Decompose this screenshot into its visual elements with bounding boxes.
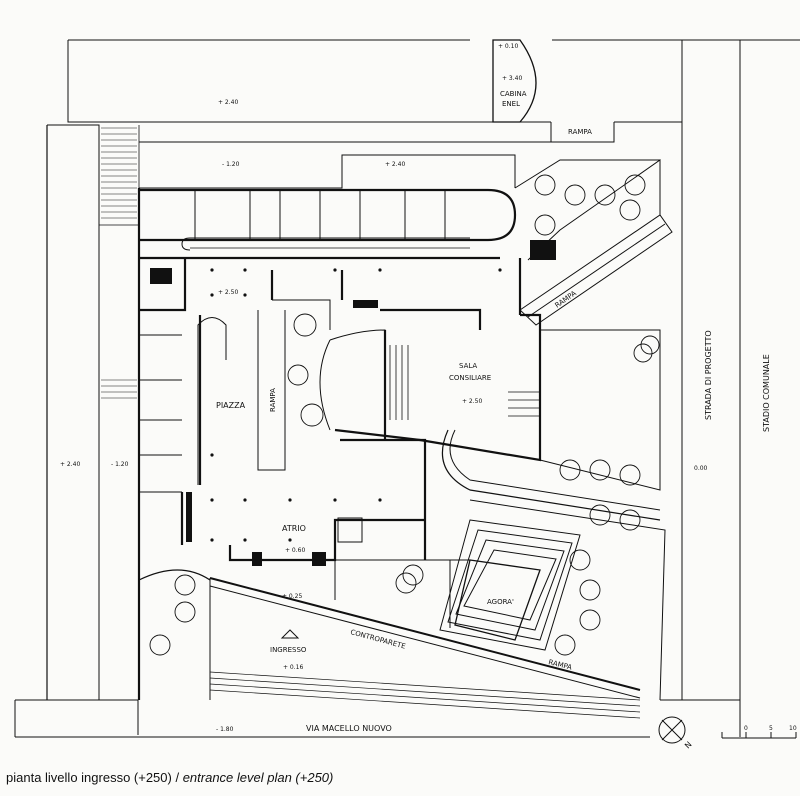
scale-tick-5: 5 — [769, 725, 773, 732]
label-cabina: CABINA — [500, 90, 527, 98]
level-p240-left: + 2.40 — [60, 461, 80, 468]
level-p240-mid: + 2.40 — [385, 161, 405, 168]
level-p250-sala: + 2.50 — [462, 398, 482, 405]
level-p010: + 0.10 — [498, 43, 518, 50]
caption-italian: pianta livello ingresso (+250) / — [6, 770, 183, 785]
label-atrio: ATRIO — [282, 524, 306, 533]
label-enel: ENEL — [502, 100, 520, 108]
label-sala: SALA — [459, 362, 477, 370]
label-strada-di-progetto: STRADA DI PROGETTO — [704, 330, 713, 420]
level-p060: + 0.60 — [285, 547, 305, 554]
label-rampa-diag: RAMPA — [554, 289, 578, 309]
level-z000: 0.00 — [694, 465, 708, 472]
label-agora: AGORA' — [487, 598, 514, 606]
north-letter: N — [683, 740, 694, 751]
level-m120-top: - 1.20 — [222, 161, 240, 168]
level-m120-left: - 1.20 — [111, 461, 129, 468]
label-rampa-piazza: RAMPA — [269, 388, 277, 412]
level-p240-top: + 2.40 — [218, 99, 238, 106]
scale-tick-0: 0 — [744, 725, 748, 732]
label-stadio-comunale: STADIO COMUNALE — [762, 354, 771, 432]
level-p025: + 0.25 — [282, 593, 302, 600]
scale-tick-10: 10 — [789, 725, 797, 732]
level-m180: - 1.80 — [216, 726, 234, 733]
level-p340: + 3.40 — [502, 75, 522, 82]
plan-caption: pianta livello ingresso (+250) / entranc… — [6, 770, 333, 785]
caption-english: entrance level plan (+250) — [182, 770, 334, 785]
label-via-macello-nuovo: VIA MACELLO NUOVO — [306, 724, 392, 733]
label-ingresso: INGRESSO — [270, 646, 307, 654]
label-consiliare: CONSILIARE — [449, 374, 491, 382]
level-p250-main: + 2.50 — [218, 289, 238, 296]
label-piazza: PIAZZA — [216, 401, 246, 410]
label-rampa-top: RAMPA — [568, 128, 592, 136]
label-controparete: CONTROPARETE — [349, 628, 406, 650]
level-p016: + 0.16 — [283, 664, 303, 671]
